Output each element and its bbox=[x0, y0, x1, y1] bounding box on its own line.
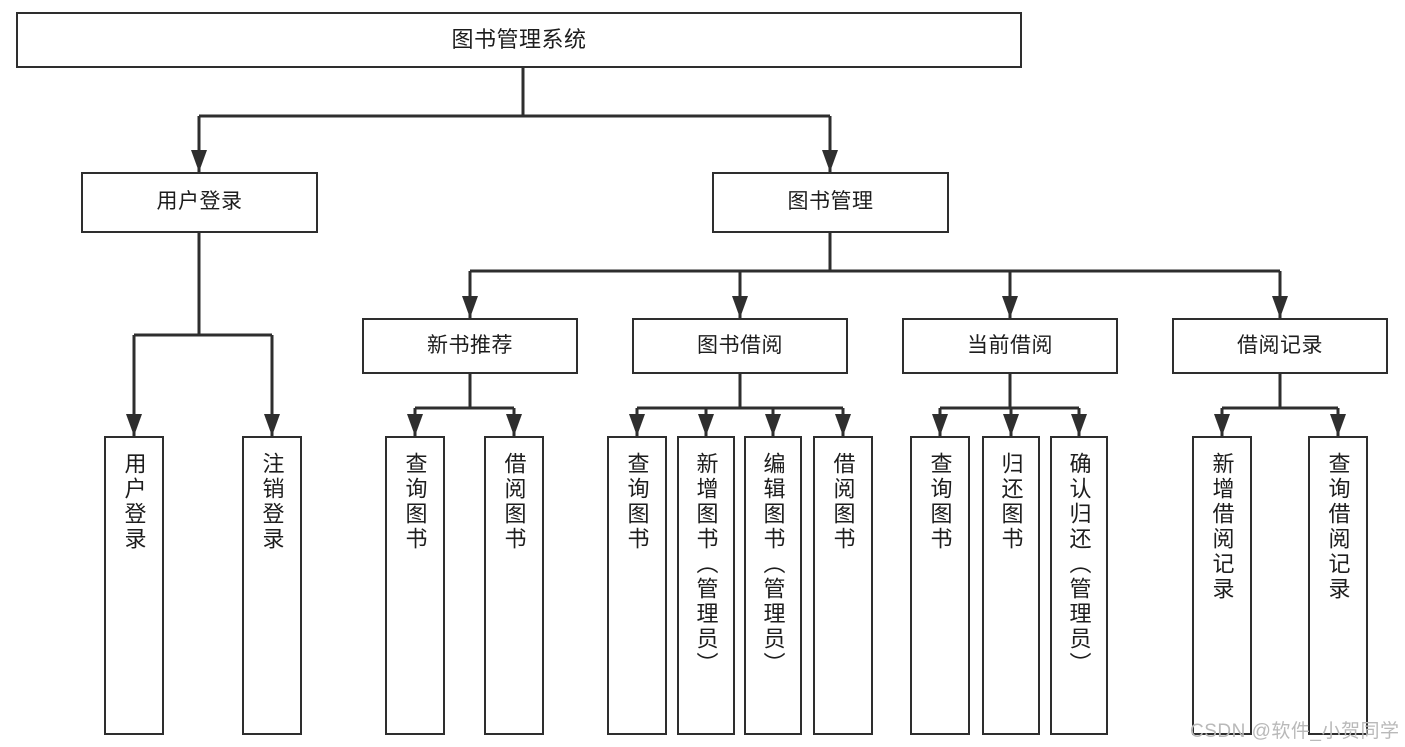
arrowhead-user-login bbox=[191, 150, 207, 172]
node-leaf-borrow-query[interactable]: 查询图书 bbox=[607, 436, 667, 735]
node-label-leaf-cur-query: 查询图书 bbox=[927, 452, 953, 552]
node-label-root: 图书管理系统 bbox=[451, 27, 587, 53]
node-user-login[interactable]: 用户登录 bbox=[81, 172, 318, 233]
node-label-leaf-rec-borrow: 借阅图书 bbox=[501, 452, 527, 552]
arrowhead-book-borrow bbox=[732, 296, 748, 318]
node-label-leaf-user-login: 用户登录 bbox=[121, 452, 147, 552]
arrowhead-leaf-user-login bbox=[126, 414, 142, 436]
node-label-new-book-rec: 新书推荐 bbox=[427, 333, 513, 357]
node-book-manage[interactable]: 图书管理 bbox=[712, 172, 949, 233]
arrowhead-leaf-cur-return bbox=[1003, 414, 1019, 436]
arrowhead-new-book-rec bbox=[462, 296, 478, 318]
arrowhead-leaf-cur-confirm bbox=[1071, 414, 1087, 436]
node-label-leaf-borrow-do: 借阅图书 bbox=[830, 452, 856, 552]
node-label-book-manage: 图书管理 bbox=[787, 190, 874, 214]
node-leaf-user-logout[interactable]: 注销登录 bbox=[242, 436, 302, 735]
node-new-book-rec[interactable]: 新书推荐 bbox=[362, 318, 578, 374]
arrowhead-leaf-borrow-query bbox=[629, 414, 645, 436]
arrowhead-leaf-borrow-do bbox=[835, 414, 851, 436]
node-leaf-borrow-edit[interactable]: 编辑图书（管理员） bbox=[744, 436, 802, 735]
arrowhead-leaf-borrow-edit bbox=[765, 414, 781, 436]
arrowhead-leaf-rec-search bbox=[1330, 414, 1346, 436]
node-leaf-user-login[interactable]: 用户登录 bbox=[104, 436, 164, 735]
node-book-borrow[interactable]: 图书借阅 bbox=[632, 318, 848, 374]
arrowhead-leaf-rec-borrow bbox=[506, 414, 522, 436]
node-leaf-rec-borrow[interactable]: 借阅图书 bbox=[484, 436, 544, 735]
node-label-leaf-cur-return: 归还图书 bbox=[998, 452, 1024, 552]
node-leaf-rec-query[interactable]: 查询图书 bbox=[385, 436, 445, 735]
arrowhead-leaf-rec-query bbox=[407, 414, 423, 436]
node-label-leaf-rec-add: 新增借阅记录 bbox=[1209, 452, 1235, 602]
node-label-borrow-record: 借阅记录 bbox=[1237, 333, 1323, 357]
node-leaf-cur-confirm[interactable]: 确认归还（管理员） bbox=[1050, 436, 1108, 735]
node-label-leaf-borrow-add: 新增图书（管理员） bbox=[693, 452, 719, 677]
node-label-leaf-borrow-edit: 编辑图书（管理员） bbox=[760, 452, 786, 677]
node-label-current-borrow: 当前借阅 bbox=[967, 333, 1053, 357]
arrowhead-leaf-rec-add bbox=[1214, 414, 1230, 436]
arrowhead-leaf-user-logout bbox=[264, 414, 280, 436]
watermark: CSDN @软件_小贺同学 bbox=[1190, 721, 1400, 742]
node-root[interactable]: 图书管理系统 bbox=[16, 12, 1022, 68]
node-leaf-cur-return[interactable]: 归还图书 bbox=[982, 436, 1040, 735]
node-current-borrow[interactable]: 当前借阅 bbox=[902, 318, 1118, 374]
node-borrow-record[interactable]: 借阅记录 bbox=[1172, 318, 1388, 374]
arrowhead-book-manage bbox=[822, 150, 838, 172]
node-leaf-rec-search[interactable]: 查询借阅记录 bbox=[1308, 436, 1368, 735]
node-label-user-login: 用户登录 bbox=[156, 190, 243, 214]
arrowhead-borrow-record bbox=[1272, 296, 1288, 318]
node-label-leaf-cur-confirm: 确认归还（管理员） bbox=[1066, 452, 1092, 677]
node-label-leaf-user-logout: 注销登录 bbox=[259, 452, 285, 552]
arrowhead-current-borrow bbox=[1002, 296, 1018, 318]
node-leaf-borrow-add[interactable]: 新增图书（管理员） bbox=[677, 436, 735, 735]
arrowhead-leaf-borrow-add bbox=[698, 414, 714, 436]
node-label-leaf-rec-query: 查询图书 bbox=[402, 452, 428, 552]
node-leaf-rec-add[interactable]: 新增借阅记录 bbox=[1192, 436, 1252, 735]
node-label-leaf-borrow-query: 查询图书 bbox=[624, 452, 650, 552]
node-leaf-cur-query[interactable]: 查询图书 bbox=[910, 436, 970, 735]
node-label-leaf-rec-search: 查询借阅记录 bbox=[1325, 452, 1351, 602]
node-label-book-borrow: 图书借阅 bbox=[697, 333, 783, 357]
arrowhead-leaf-cur-query bbox=[932, 414, 948, 436]
node-leaf-borrow-do[interactable]: 借阅图书 bbox=[813, 436, 873, 735]
